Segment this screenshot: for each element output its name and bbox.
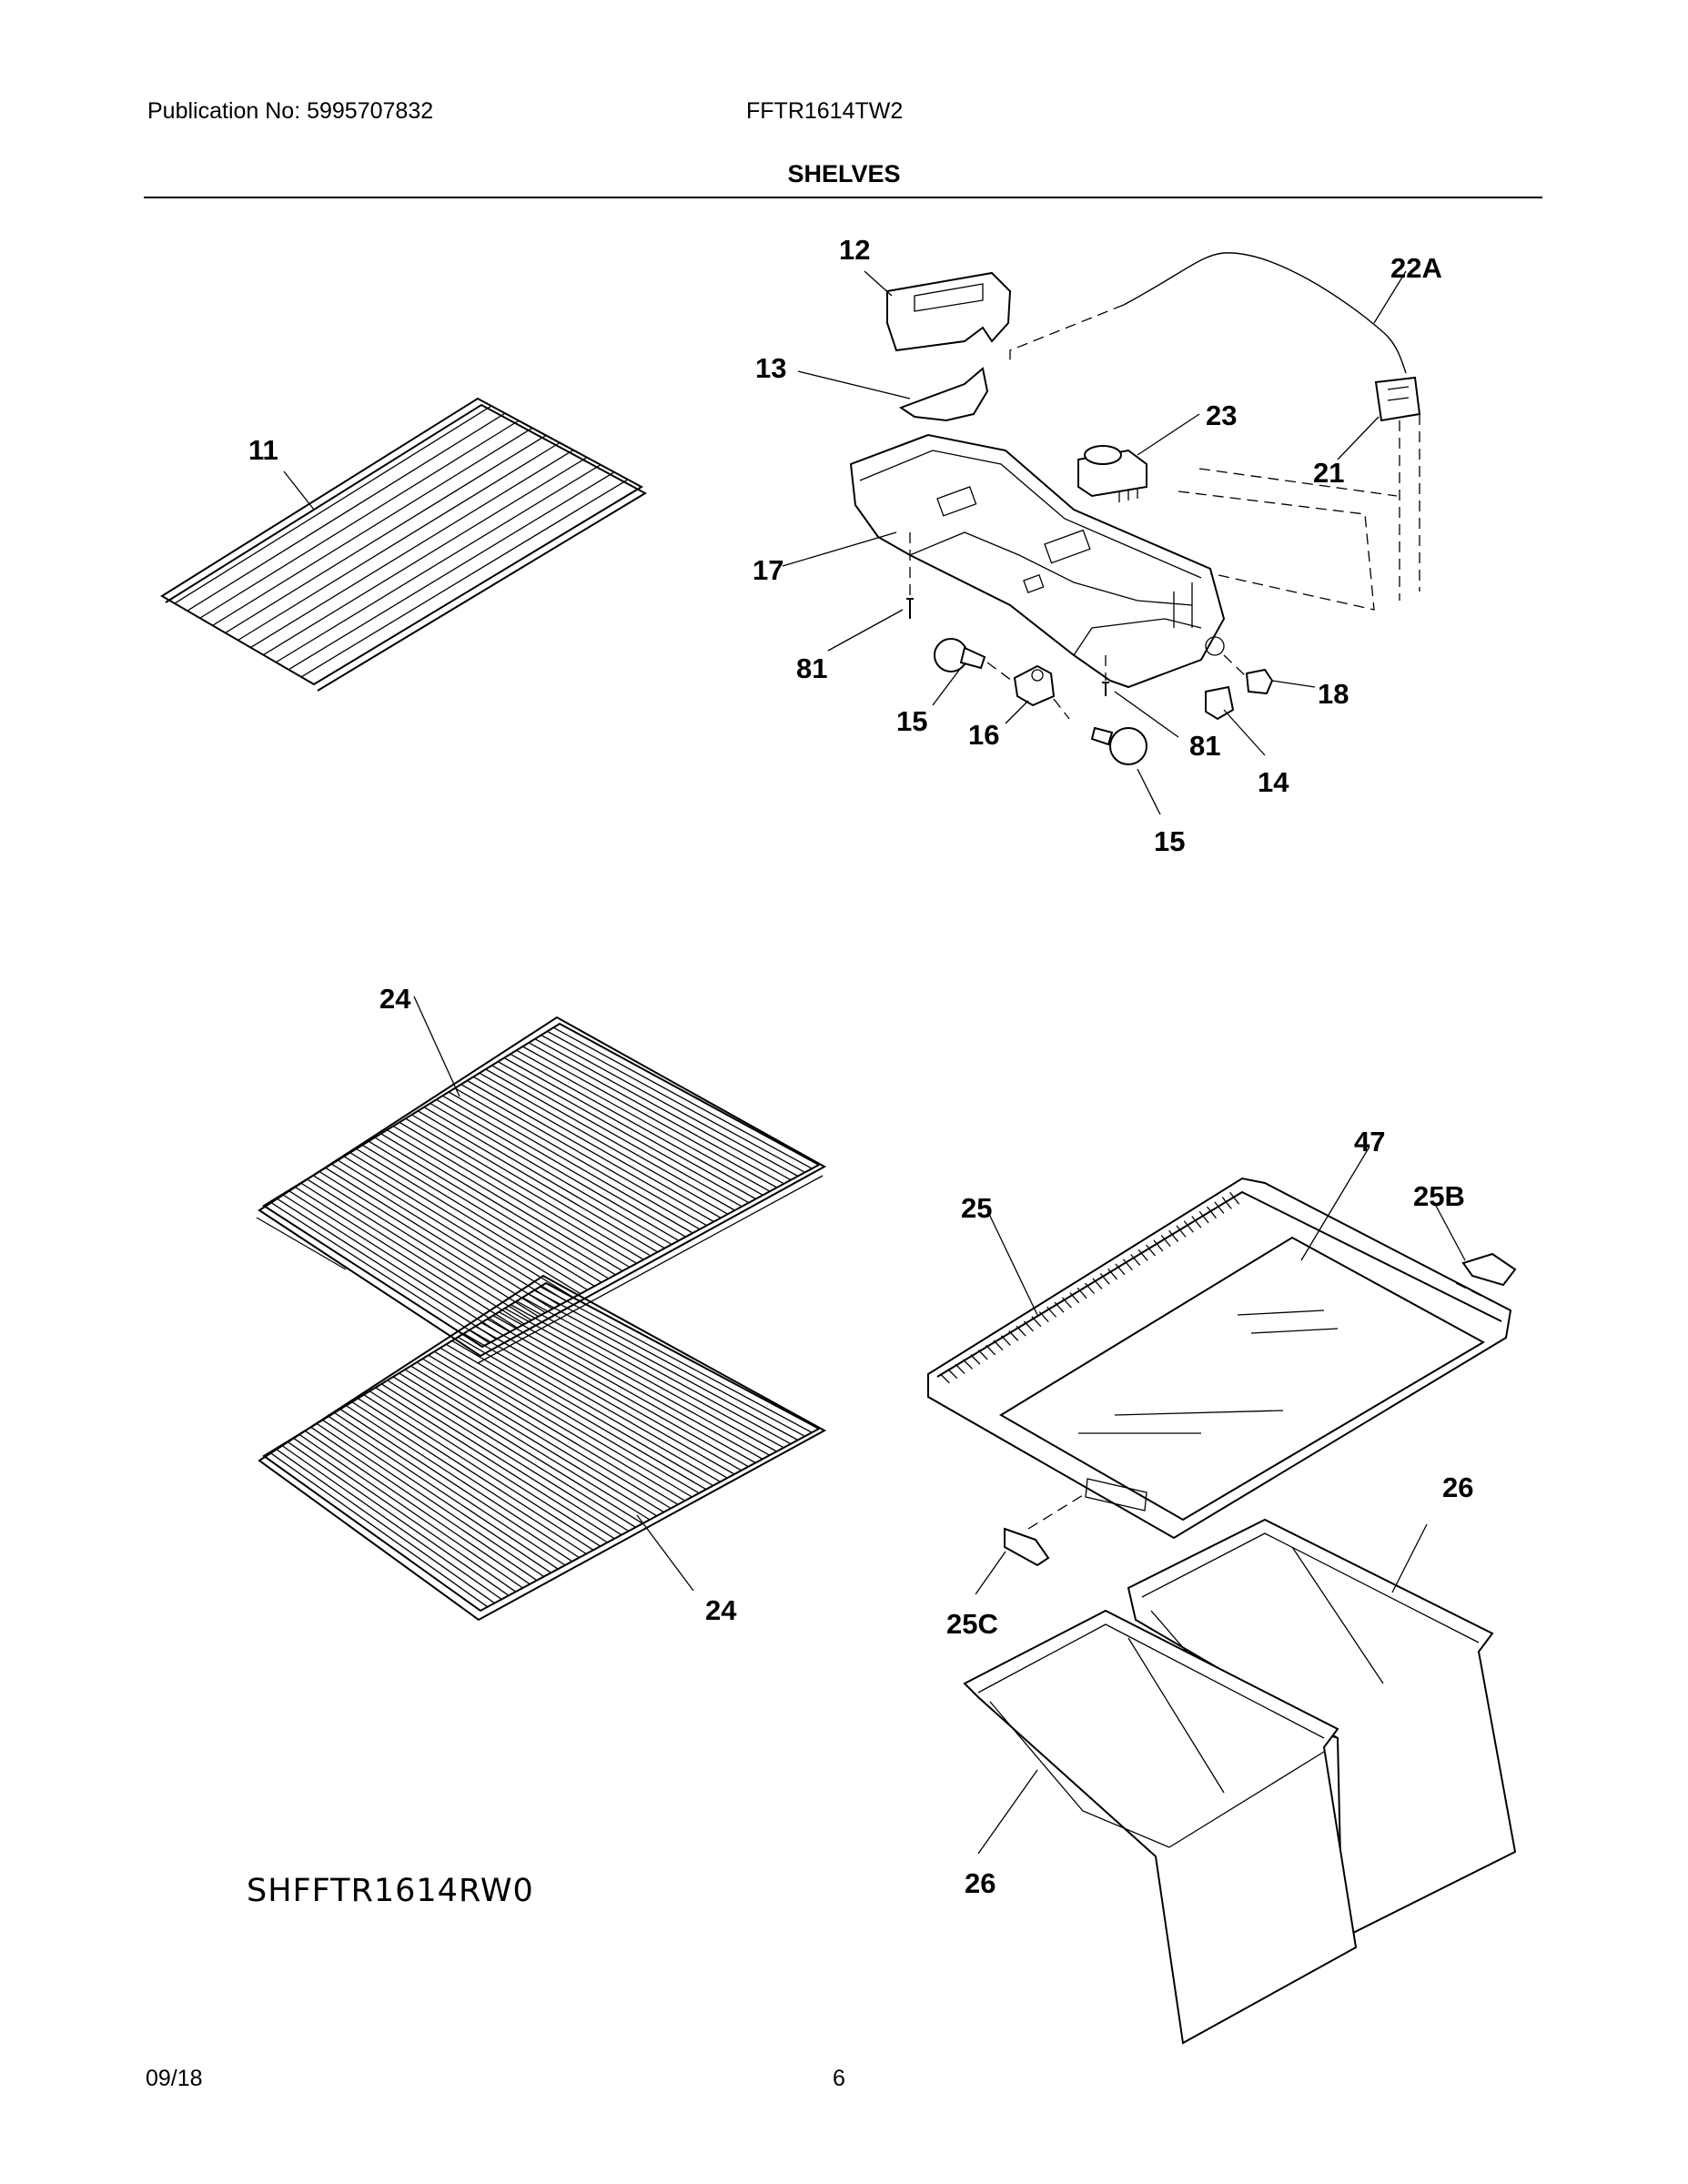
callout-17: 17	[753, 554, 783, 586]
diagram-code: SHFFTR1614RW0	[247, 1873, 534, 1909]
callout-21: 21	[1313, 457, 1344, 489]
callout-23: 23	[1206, 399, 1237, 431]
footer-date: 09/18	[146, 2066, 203, 2091]
clip-25c	[1004, 1491, 1088, 1567]
clip-25b	[1455, 1252, 1517, 1302]
header-rule	[144, 197, 1542, 198]
lamp-socket-16	[986, 662, 1070, 720]
model-number: FFTR1614TW2	[746, 98, 904, 124]
callout-15-left: 15	[896, 705, 927, 737]
callout-11: 11	[248, 434, 278, 466]
leader-lines	[283, 270, 1466, 1855]
callout-13: 13	[755, 352, 786, 384]
callout-26-front: 26	[965, 1867, 996, 1899]
callout-14: 14	[1258, 766, 1289, 798]
callout-81-left: 81	[796, 652, 827, 684]
harness-22a	[1123, 252, 1407, 374]
light-bulb-15-left	[934, 638, 986, 672]
grommet-18	[1223, 654, 1274, 695]
crisper-cover-25	[927, 1177, 1512, 1540]
control-23	[1077, 445, 1147, 502]
callout-16: 16	[968, 719, 999, 751]
callout-81-right: 81	[1189, 730, 1220, 762]
callout-25b: 25B	[1413, 1180, 1465, 1212]
footer-page-number: 6	[833, 2066, 845, 2091]
callout-24-upper: 24	[379, 983, 411, 1015]
callout-47: 47	[1354, 1126, 1385, 1158]
screw-81-left	[906, 598, 914, 619]
light-bulb-15-right	[1090, 726, 1147, 765]
glass-insert-47	[999, 1236, 1486, 1522]
wire-shelf-24-lower	[258, 1274, 827, 1622]
callout-25c: 25C	[946, 1608, 998, 1640]
publication-number: Publication No: 5995707832	[147, 98, 434, 124]
callout-18: 18	[1318, 678, 1349, 710]
callout-22a: 22A	[1390, 252, 1442, 284]
wire-shelf-24-upper	[256, 1016, 827, 1364]
screw-81-right	[1102, 682, 1109, 696]
wire-shelf-11	[160, 397, 648, 692]
cover-12	[886, 271, 1012, 352]
callout-labels: 12 22A 13 23 11 21 17 81 18 15 16 81 14 …	[248, 234, 1473, 1899]
lens-13	[898, 367, 989, 422]
door-switch-14	[1205, 685, 1235, 721]
callout-26-back: 26	[1442, 1471, 1473, 1503]
crisper-drawer-26-front	[963, 1609, 1358, 2045]
callout-15-right: 15	[1154, 825, 1185, 857]
callout-24-lower: 24	[705, 1594, 737, 1626]
light-housing-17	[849, 433, 1226, 689]
callout-25: 25	[961, 1192, 992, 1224]
section-title: SHELVES	[787, 160, 901, 187]
switch-21	[1374, 376, 1421, 422]
callout-12: 12	[839, 234, 870, 266]
